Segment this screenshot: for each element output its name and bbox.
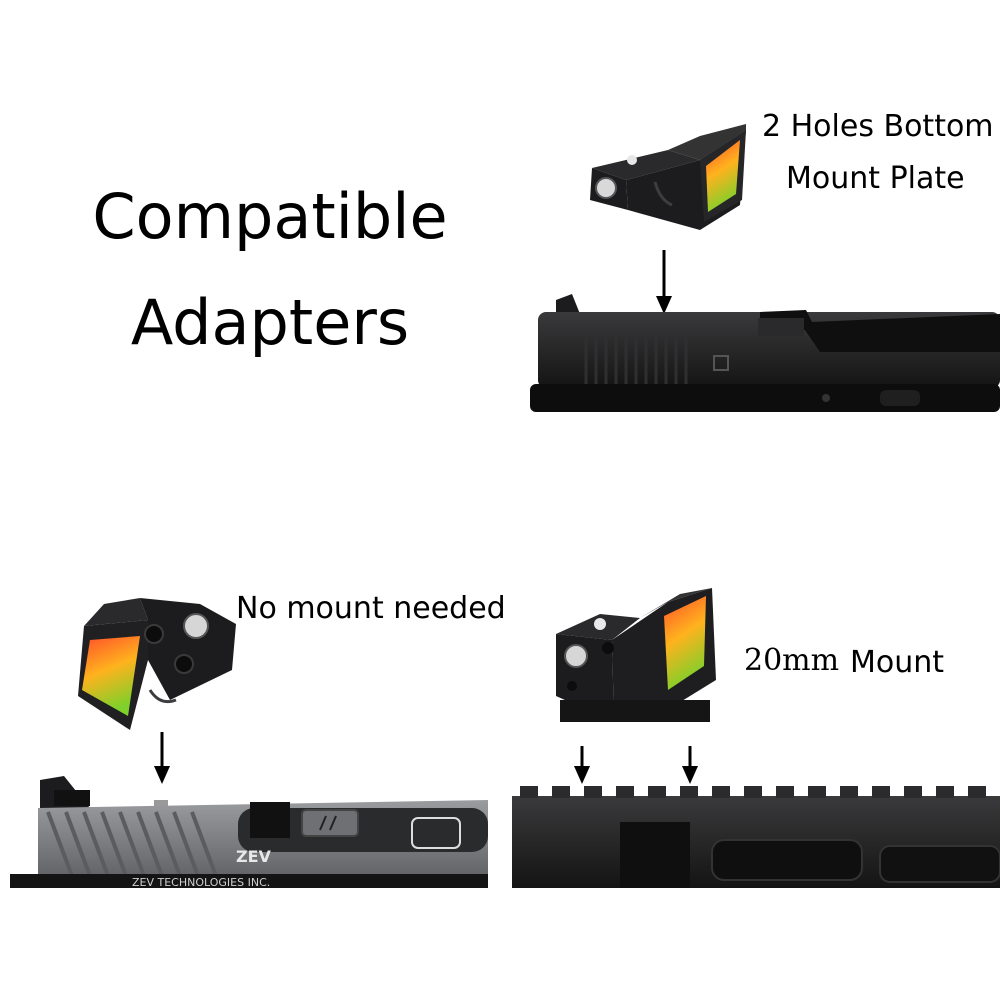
bottom-left-red-dot-sight bbox=[78, 598, 236, 730]
bottom-right-label-size: 20mm bbox=[744, 643, 840, 678]
heading-line-1: Compatible bbox=[92, 180, 448, 253]
bottom-right-label-word: Mount bbox=[850, 645, 945, 680]
top-down-arrow bbox=[656, 250, 672, 314]
slide-engraving-maker: ZEV TECHNOLOGIES INC. bbox=[132, 876, 270, 889]
bottom-right-picatinny-rail bbox=[512, 786, 1000, 888]
bottom-left-pistol-slide bbox=[10, 776, 488, 888]
bottom-right-down-arrow-2 bbox=[682, 746, 698, 784]
slide-engraving-model: ZEV bbox=[236, 847, 272, 866]
heading-line-2: Adapters bbox=[130, 286, 410, 359]
bottom-right-down-arrow-1 bbox=[574, 746, 590, 784]
top-pistol-slide bbox=[530, 294, 1000, 412]
bottom-right-red-dot-sight bbox=[556, 588, 716, 722]
bottom-left-down-arrow bbox=[154, 732, 170, 784]
bottom-left-label: No mount needed bbox=[236, 591, 506, 626]
top-red-dot-sight bbox=[590, 124, 746, 230]
top-right-label-line-2: Mount Plate bbox=[786, 161, 965, 196]
top-right-label-line-1: 2 Holes Bottom bbox=[762, 109, 994, 144]
